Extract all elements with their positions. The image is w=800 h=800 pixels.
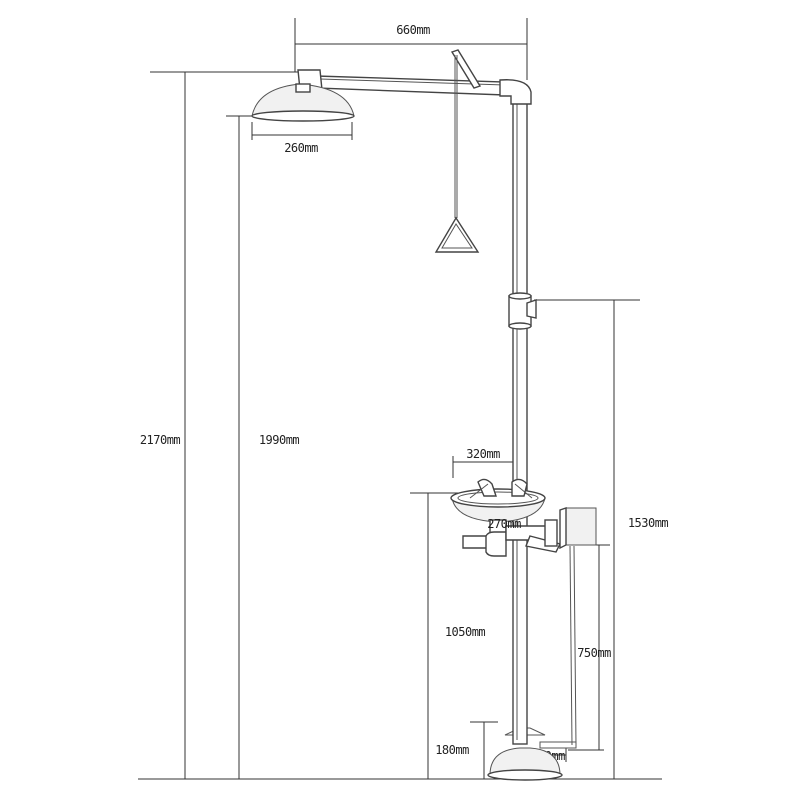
showerhead-height-label: 1990mm: [259, 433, 300, 447]
total-height-label: 2170mm: [140, 433, 181, 447]
valve-height-label: 1530mm: [628, 516, 669, 530]
eyewash-valve: [462, 519, 562, 557]
dim-eyebowl-diameter: 320mm: [452, 447, 515, 478]
dim-total-height: 2170mm: [140, 71, 300, 779]
shower-valve: [508, 292, 537, 330]
shower-arm: [297, 69, 532, 105]
dim-arm-width: 660mm: [294, 18, 528, 80]
arm-width-label: 660mm: [396, 23, 430, 37]
pull-handle: [434, 49, 482, 253]
base-height-label: 180mm: [435, 743, 469, 757]
dim-showerhead-diameter: 260mm: [251, 122, 353, 155]
eyewash-bowl: [450, 478, 546, 523]
main-pipe: [512, 91, 528, 745]
pedal-height-label: 750mm: [577, 646, 611, 660]
bowl-inner-label: 270mm: [487, 517, 521, 531]
eyebowl-diameter-label: 320mm: [466, 447, 500, 461]
dim-base-height: 180mm: [435, 721, 498, 779]
dim-valve-height: 1530mm: [534, 299, 669, 779]
eyebowl-height-label: 1050mm: [445, 625, 486, 639]
dim-eyebowl-height: 1050mm: [410, 492, 486, 779]
dim-showerhead-height: 1990mm: [226, 115, 300, 779]
foot-pedal: [539, 507, 597, 749]
showerhead-diameter-label: 260mm: [284, 141, 318, 155]
base-plate: [487, 727, 563, 781]
showerhead: [251, 83, 355, 122]
